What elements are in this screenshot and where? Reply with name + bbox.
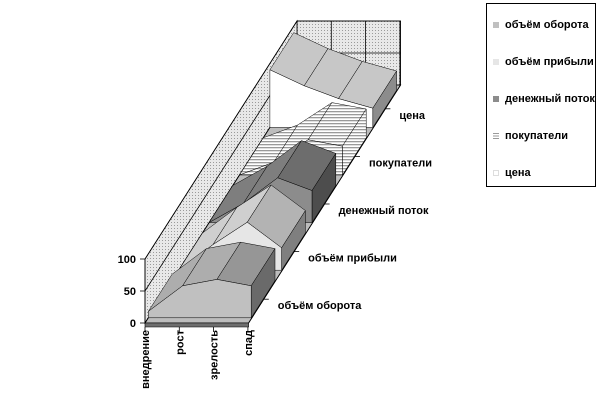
- y-tick-label: 0: [130, 318, 136, 330]
- legend-label: объём прибыли: [505, 56, 594, 68]
- legend-label: объём оборота: [505, 19, 589, 31]
- legend-label: денежный поток: [505, 93, 595, 105]
- x-tick-label: внедрение: [140, 330, 152, 389]
- legend-item: цена: [493, 166, 531, 180]
- floor-edge: [144, 322, 249, 328]
- chart-axes: [140, 84, 401, 332]
- z-axis: [248, 84, 401, 324]
- legend-swatch: [493, 22, 499, 28]
- x-tick-label: рост: [174, 329, 186, 354]
- area-front: [148, 279, 252, 319]
- chart-areas: [148, 32, 397, 319]
- chart-legend: объём оборота объём прибыли денежный поток…: [486, 3, 596, 187]
- legend-label: цена: [505, 167, 531, 179]
- legend-item: денежный поток: [493, 92, 595, 106]
- x-tick-label: зрелость: [209, 330, 221, 380]
- legend-item: покупатели: [493, 129, 568, 143]
- legend-label: покупатели: [505, 130, 569, 142]
- legend-swatch: [493, 96, 499, 102]
- z-tick-label: денежный поток: [339, 205, 429, 217]
- chart-labels: 0 50 100 внедрение рост зрелость спад объём обо…: [118, 110, 432, 389]
- x-tick-label: спад: [243, 330, 255, 356]
- legend-swatch: [493, 133, 499, 139]
- y-tick-label: 50: [124, 286, 136, 298]
- z-tick-label: цена: [399, 110, 426, 122]
- z-tick-label: объём прибыли: [308, 253, 397, 265]
- legend-swatch: [493, 170, 499, 176]
- area-series: [148, 241, 276, 319]
- gridline: [144, 20, 401, 260]
- legend-swatch: [493, 59, 499, 65]
- z-tick-label: объём оборота: [278, 300, 362, 312]
- z-tick-label: покупатели: [369, 157, 432, 169]
- y-tick-label: 100: [118, 254, 136, 266]
- legend-item: объём прибыли: [493, 55, 594, 69]
- legend-item: объём оборота: [493, 18, 589, 32]
